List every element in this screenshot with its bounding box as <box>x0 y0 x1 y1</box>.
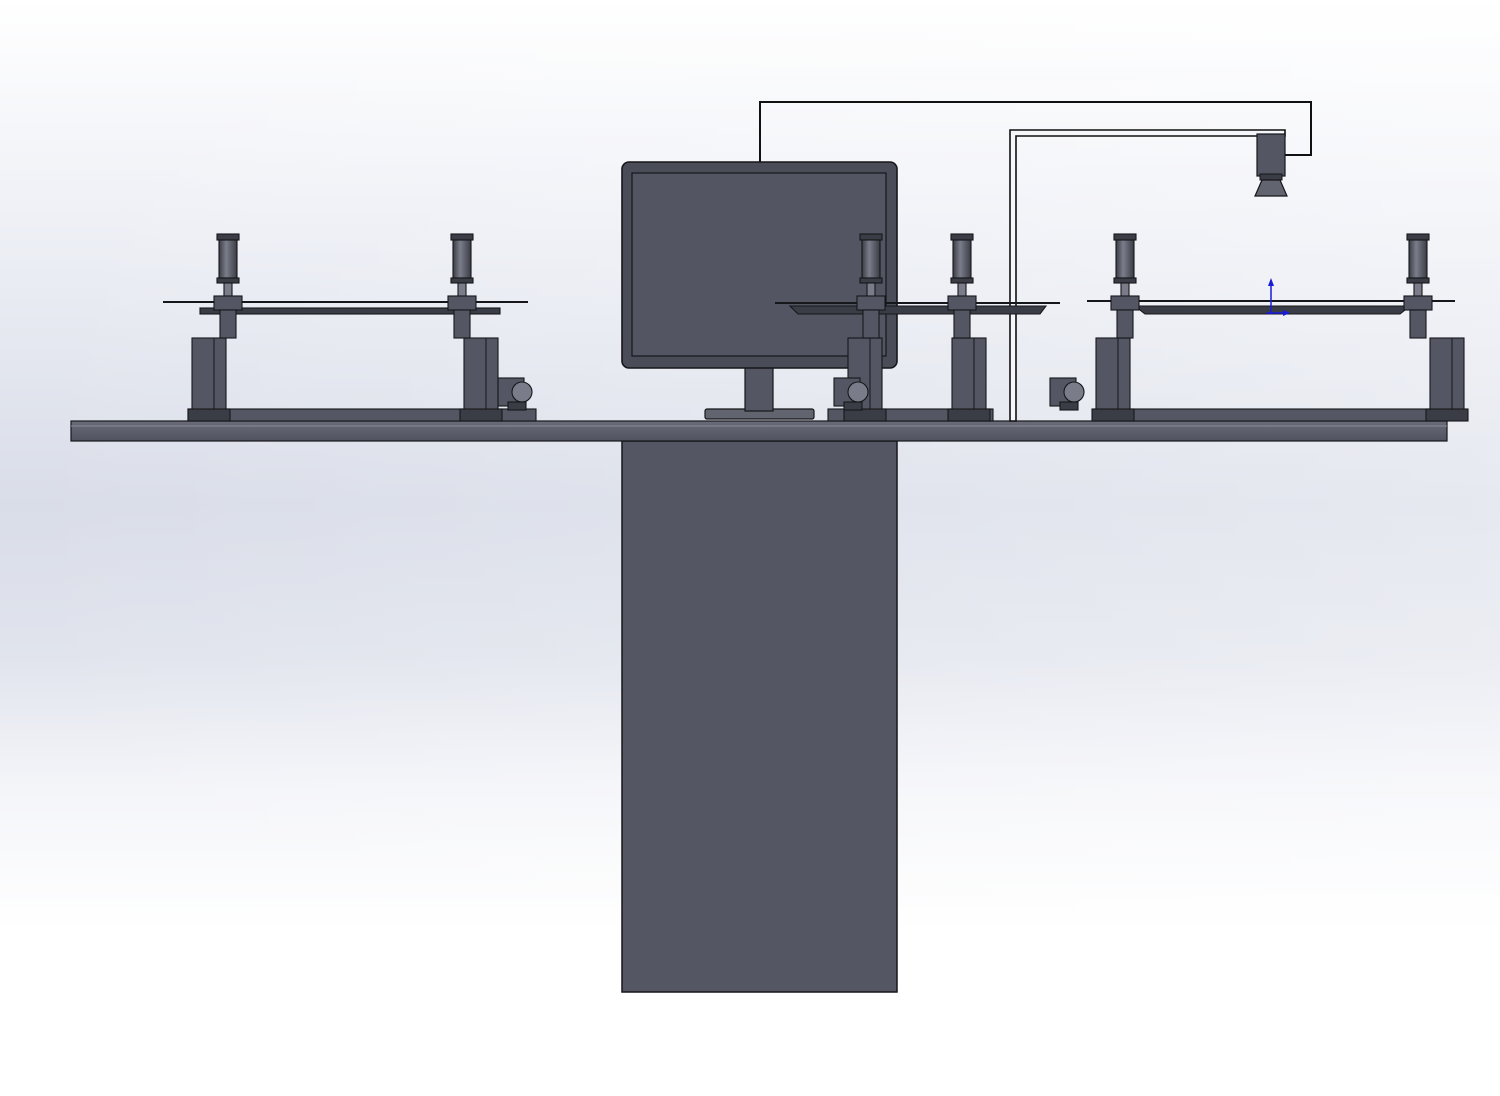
table-pedestal <box>621 440 898 993</box>
overhead-camera <box>1254 133 1288 197</box>
clamp-bracket <box>1110 295 1140 311</box>
monitor-screen <box>631 172 887 357</box>
column-foot <box>187 408 231 422</box>
coordinate-triad-icon <box>1266 278 1290 316</box>
clamp-cylinder-cap <box>1113 233 1137 241</box>
clamp-cylinder-base <box>950 277 974 284</box>
jig-plate <box>199 307 501 315</box>
clamp-cylinder <box>218 239 238 279</box>
column-body <box>1429 337 1465 412</box>
drive-motor-right <box>1049 377 1085 411</box>
fixture-left <box>163 233 537 422</box>
clamp-bracket <box>213 295 243 311</box>
toggle-clamp <box>213 233 243 339</box>
column-foot <box>947 408 991 422</box>
support-column-left <box>1091 337 1135 422</box>
clamp-cylinder-cap <box>1406 233 1430 241</box>
motor-mount <box>507 401 527 411</box>
monitor-stand-neck <box>744 365 774 412</box>
clamp-arm <box>862 309 880 339</box>
jig-plate <box>1133 305 1412 315</box>
clamp-cylinder <box>452 239 472 279</box>
clamp-arm <box>953 309 971 339</box>
clamp-cylinder <box>952 239 972 279</box>
clamp-cylinder <box>861 239 881 279</box>
camera-cable <box>759 101 1312 162</box>
clamp-cylinder-base <box>450 277 474 284</box>
column-body <box>951 337 987 412</box>
toggle-clamp <box>1110 233 1140 339</box>
clamp-cylinder-cap <box>859 233 883 241</box>
column-foot <box>1091 408 1135 422</box>
toggle-clamp <box>1403 233 1433 339</box>
clamp-bracket <box>1403 295 1433 311</box>
clamp-arm <box>219 309 237 339</box>
clamp-cylinder-cap <box>216 233 240 241</box>
clamp-bracket <box>947 295 977 311</box>
clamp-cylinder <box>1115 239 1135 279</box>
clamp-bracket <box>447 295 477 311</box>
column-body <box>191 337 227 412</box>
clamp-cylinder-cap <box>950 233 974 241</box>
jig-plate <box>788 305 1048 315</box>
clamp-cylinder-base <box>1113 277 1137 284</box>
clamp-bracket <box>856 295 886 311</box>
column-body <box>1095 337 1131 412</box>
toggle-clamp <box>447 233 477 339</box>
drive-motor-left <box>497 377 533 411</box>
clamp-cylinder-base <box>859 277 883 284</box>
table-top <box>70 420 1448 442</box>
motor-mount <box>843 401 863 411</box>
clamp-cylinder-cap <box>450 233 474 241</box>
fixture-right <box>1049 233 1469 422</box>
motor-mount <box>1059 401 1079 411</box>
support-column-right <box>947 337 991 422</box>
column-foot <box>459 408 503 422</box>
toggle-clamp <box>856 233 886 339</box>
drive-motor-middle <box>833 377 869 411</box>
support-column-right <box>1425 337 1469 422</box>
clamp-arm <box>1409 309 1427 339</box>
clamp-cylinder <box>1408 239 1428 279</box>
column-foot <box>843 408 887 422</box>
clamp-cylinder-base <box>216 277 240 284</box>
clamp-arm <box>453 309 471 339</box>
fixture-base-rail <box>1093 408 1448 422</box>
support-column-right <box>459 337 503 422</box>
support-column-left <box>187 337 231 422</box>
monitor <box>621 161 898 420</box>
clamp-arm <box>1116 309 1134 339</box>
fixture-middle <box>775 233 1060 422</box>
clamp-cylinder-base <box>1406 277 1430 284</box>
toggle-clamp <box>947 233 977 339</box>
camera-mast <box>1009 129 1286 422</box>
column-foot <box>1425 408 1469 422</box>
column-body <box>463 337 499 412</box>
